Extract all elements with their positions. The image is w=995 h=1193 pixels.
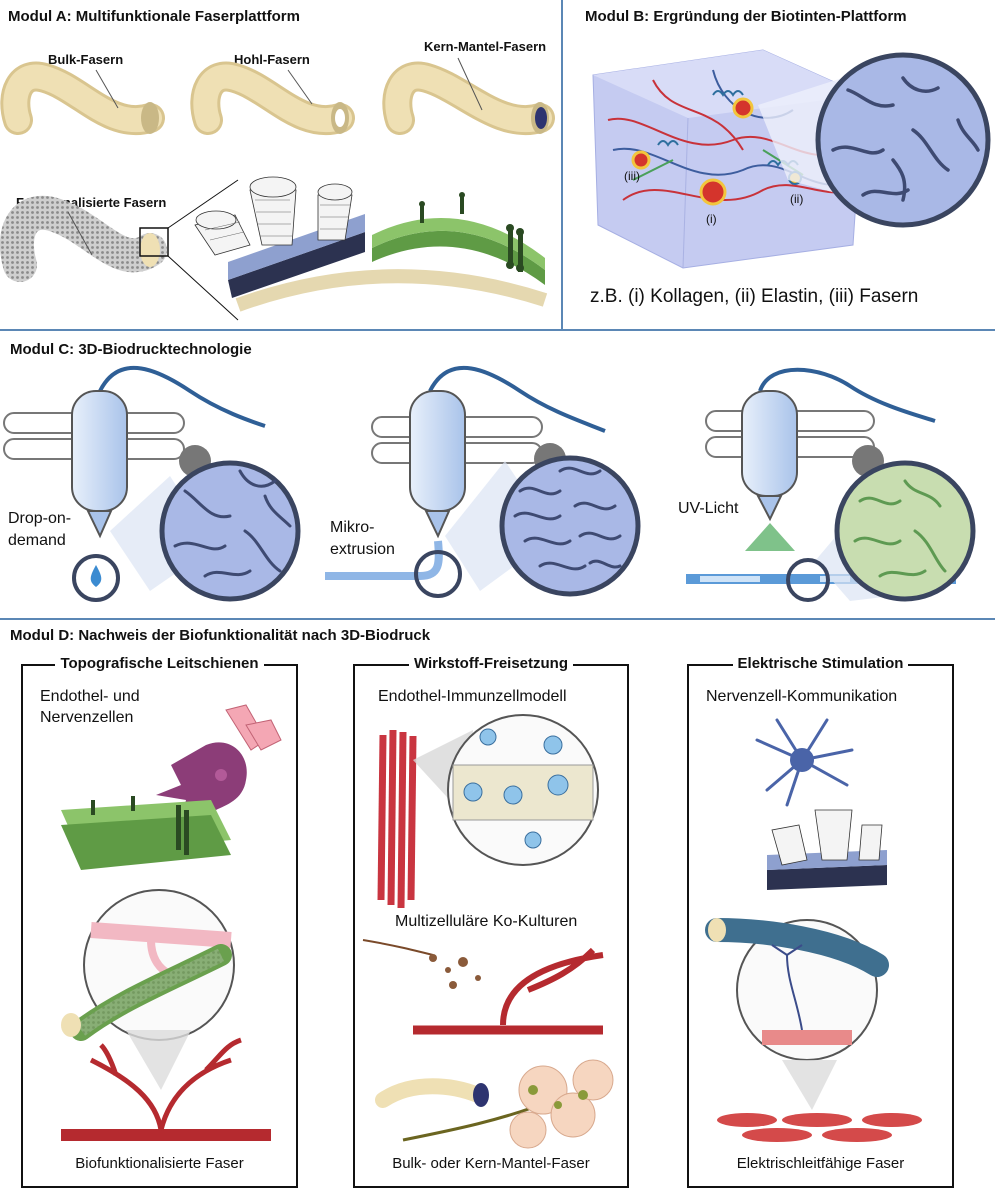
panel-3-heading: Elektrische Stimulation xyxy=(732,655,909,672)
fiber-type-bulk-label: Bulk-Fasern xyxy=(48,52,124,67)
core-shell-fiber-icon xyxy=(382,57,555,135)
divider-a-b xyxy=(561,0,563,330)
panel-3-label-neuron-communication: Nervenzell-Kommunikation xyxy=(706,688,898,705)
module-c-title: Modul C: 3D-Biodrucktechnologie xyxy=(10,341,252,358)
panel-3-caption: Elektrischleitfähige Faser xyxy=(736,1155,905,1172)
marker-i-label: (i) xyxy=(706,212,717,226)
panel-1-caption: Biofunktionalisierte Faser xyxy=(75,1155,244,1172)
module-a-title: Modul A: Multifunktionale Faserplattform xyxy=(8,8,300,25)
method-drop-on-demand-label: Drop-on- demand xyxy=(8,510,72,549)
bulk-fiber-icon xyxy=(0,61,165,135)
panel-3-illustration xyxy=(705,718,922,1142)
printer-drop-on-demand-icon xyxy=(3,365,301,602)
bioink-caption: z.B. (i) Kollagen, (ii) Elastin, (iii) F… xyxy=(590,286,919,307)
marker-iii-label: (iii) xyxy=(624,169,640,183)
method-micro-extrusion-label: Mikro- extrusion xyxy=(330,519,395,558)
fiber-surface-zoom-icon xyxy=(194,176,548,312)
panel-topographic-guides: Topografische Leitschienen xyxy=(21,655,298,1188)
panel-2-label-cocultures: Multizelluläre Ko-Kulturen xyxy=(395,913,578,930)
divider-ab-c xyxy=(0,329,995,331)
method-uv-light-label: UV-Licht xyxy=(678,500,739,517)
module-c-illustration xyxy=(3,365,976,602)
hollow-fiber-icon xyxy=(190,61,355,135)
divider-c-d xyxy=(0,618,995,620)
module-d-title: Modul D: Nachweis der Biofunktionalität … xyxy=(10,627,431,644)
module-b-illustration xyxy=(592,49,991,269)
panel-1-heading: Topografische Leitschienen xyxy=(55,655,264,672)
panel-drug-release: Wirkstoff-Freisetzung xyxy=(353,655,629,1188)
functionalized-fiber-icon xyxy=(0,179,239,321)
module-a-illustration xyxy=(0,57,555,321)
panel-1-label-cells: Endothel- und Nervenzellen xyxy=(40,688,140,726)
panel-electrical-stimulation: Elektrische Stimulation xyxy=(687,655,954,1188)
marker-ii-label: (ii) xyxy=(790,192,804,206)
panel-2-illustration xyxy=(362,714,614,1149)
printer-uv-light-icon xyxy=(686,367,976,602)
panel-2-caption: Bulk- oder Kern-Mantel-Faser xyxy=(392,1155,590,1172)
panel-2-label-immune-model: Endothel-Immunzellmodell xyxy=(378,688,567,705)
panel-2-heading: Wirkstoff-Freisetzung xyxy=(408,655,574,672)
bioink-zoom-circle-icon xyxy=(815,52,991,228)
fiber-type-core-shell-label: Kern-Mantel-Fasern xyxy=(424,39,547,54)
panel-1-illustration xyxy=(61,704,282,1141)
module-b-title: Modul B: Ergründung der Biotinten-Plattf… xyxy=(585,8,907,25)
fiber-type-hollow-label: Hohl-Fasern xyxy=(234,52,310,67)
printer-micro-extrusion-icon xyxy=(325,365,641,598)
